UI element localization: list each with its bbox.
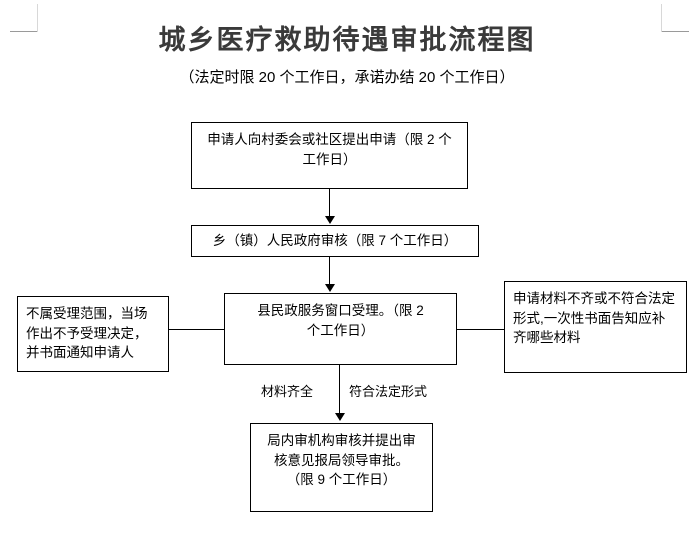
node-not-accepted[interactable]: 不属受理范围，当场作出不予受理决定，并书面通知申请人 xyxy=(17,296,169,372)
arrow-apply-to-township-icon xyxy=(325,216,335,224)
connector-window-to-internal-review xyxy=(339,365,340,415)
crop-mark-top-left-horizontal xyxy=(10,31,38,32)
crop-mark-top-left-vertical xyxy=(37,4,38,32)
page-title: 城乡医疗救助待遇审批流程图 xyxy=(158,25,536,55)
node-internal-review-label: 局内审机构审核并提出审 核意见报局领导审批。 （限 9 个工作日） xyxy=(267,433,416,488)
node-incomplete-materials-label: 申请材料不齐或不符合法定形式,一次性书面告知应补齐哪些材料 xyxy=(513,291,675,346)
node-township-review[interactable]: 乡（镇）人民政府审核（限 7 个工作日） xyxy=(191,225,479,257)
node-county-window-label: 县民政服务窗口受理。（限 2 个工作日） xyxy=(257,303,424,338)
crop-mark-top-right-vertical xyxy=(661,4,662,32)
node-not-accepted-label: 不属受理范围，当场作出不予受理决定，并书面通知申请人 xyxy=(26,306,148,361)
edge-label-legal-form: 符合法定形式 xyxy=(349,384,428,399)
crop-mark-top-right-horizontal xyxy=(661,31,689,32)
node-apply[interactable]: 申请人向村委会或社区提出申请（限 2 个 工作日） xyxy=(191,122,468,189)
node-apply-label: 申请人向村委会或社区提出申请（限 2 个 工作日） xyxy=(207,132,452,167)
connector-township-to-window xyxy=(329,257,330,286)
arrow-window-to-internal-review-icon xyxy=(335,413,345,421)
connector-apply-to-township xyxy=(329,189,330,218)
connector-window-to-incomplete-materials xyxy=(456,329,505,330)
connector-window-to-not-accepted xyxy=(168,329,225,330)
arrow-township-to-window-icon xyxy=(325,284,335,292)
node-incomplete-materials[interactable]: 申请材料不齐或不符合法定形式,一次性书面告知应补齐哪些材料 xyxy=(504,281,687,373)
page-subtitle: （法定时限 20 个工作日，承诺办结 20 个工作日） xyxy=(179,69,515,86)
edge-label-materials-complete: 材料齐全 xyxy=(261,384,314,399)
node-county-window[interactable]: 县民政服务窗口受理。（限 2 个工作日） xyxy=(224,293,457,365)
node-township-review-label: 乡（镇）人民政府审核（限 7 个工作日） xyxy=(212,233,458,249)
node-internal-review[interactable]: 局内审机构审核并提出审 核意见报局领导审批。 （限 9 个工作日） xyxy=(250,423,433,512)
